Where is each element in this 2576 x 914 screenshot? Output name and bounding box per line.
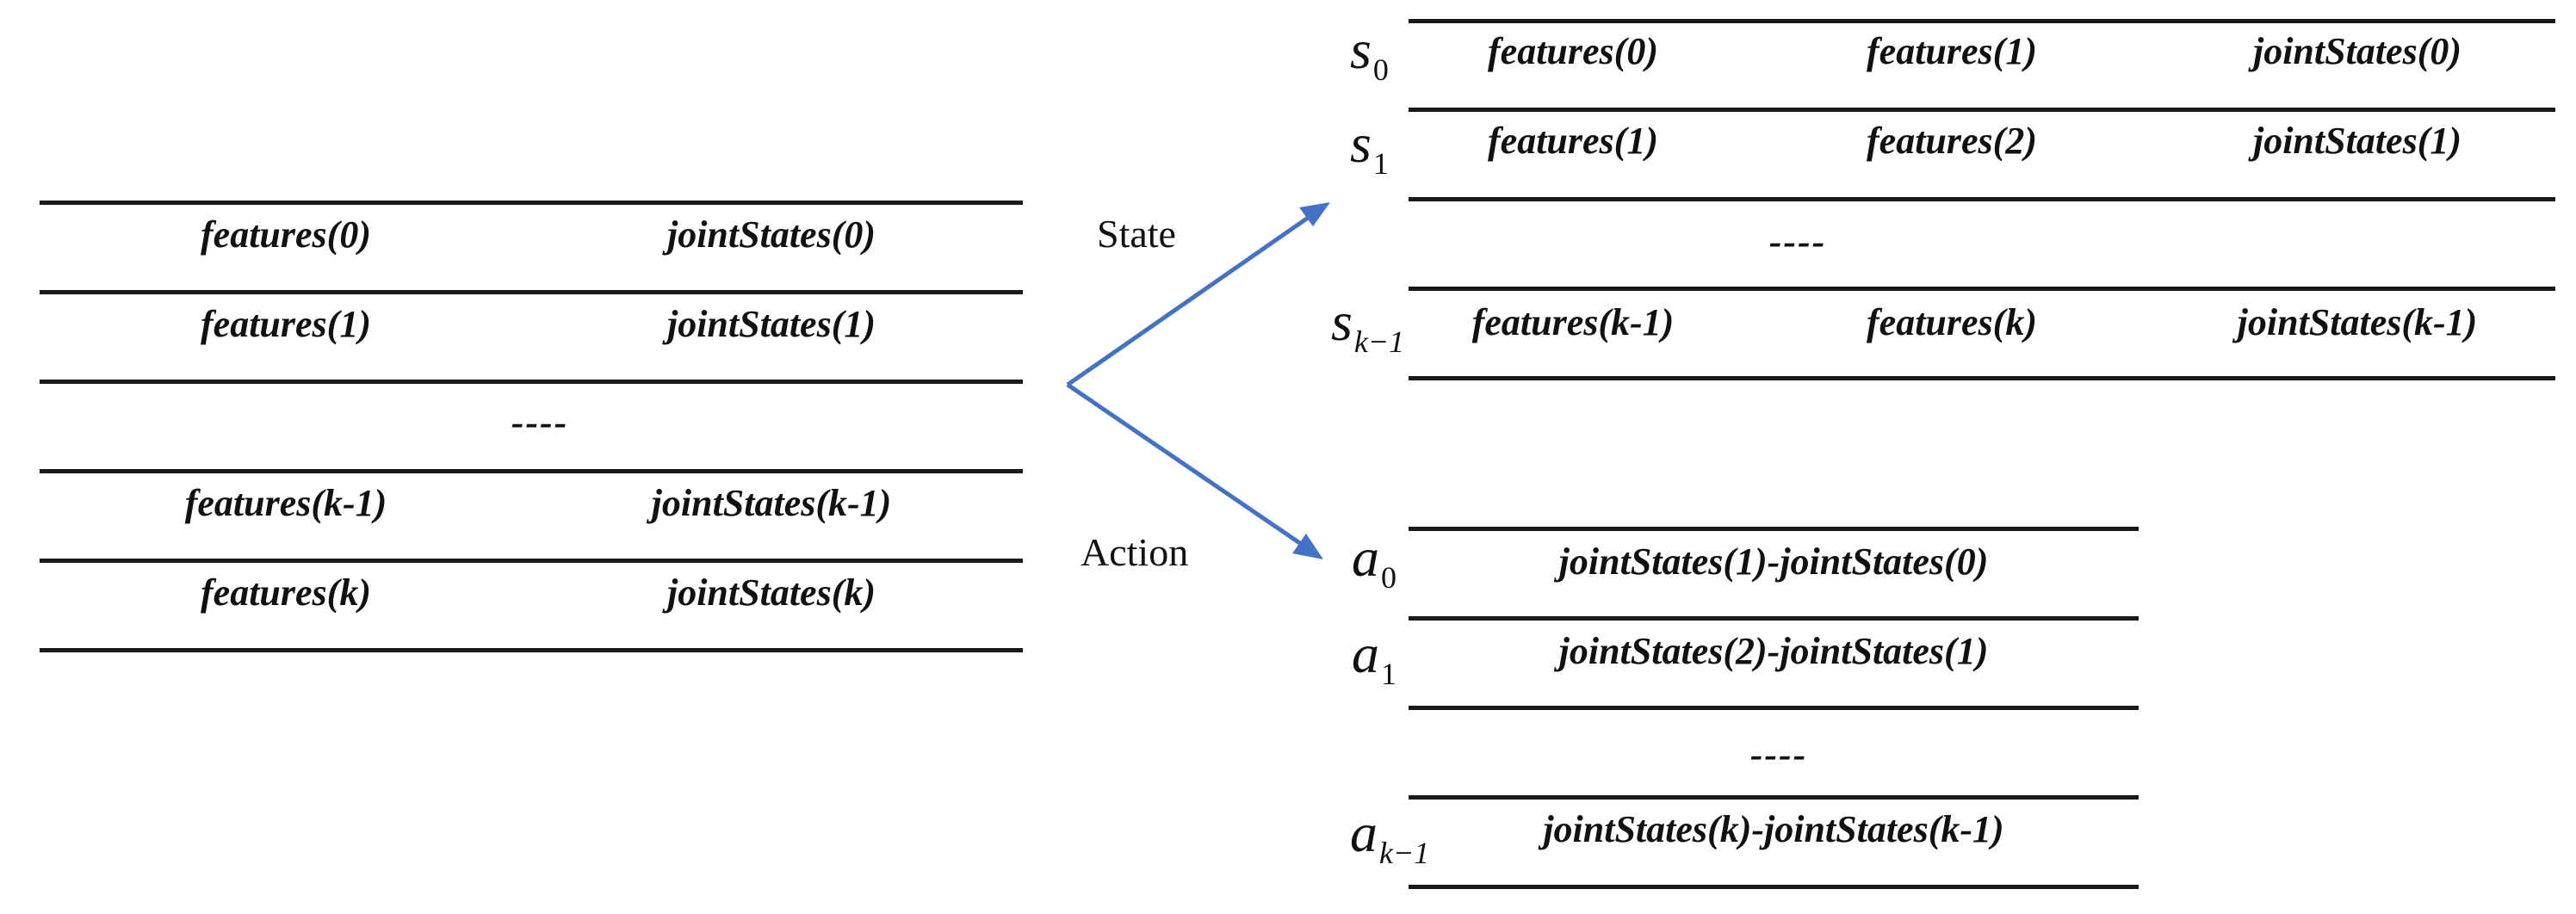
state-arrow bbox=[1066, 213, 1312, 387]
ellipsis-row: ---- bbox=[1749, 733, 1808, 775]
action-symbol: a1 bbox=[1352, 623, 1396, 692]
table-rule bbox=[40, 201, 1023, 205]
table-cell: jointStates(2)-jointStates(1) bbox=[1558, 630, 1989, 672]
table-rule bbox=[1409, 795, 2139, 800]
table-cell: features(1) bbox=[201, 303, 371, 345]
table-rule bbox=[40, 290, 1023, 294]
table-rule bbox=[1409, 885, 2139, 889]
table-rule bbox=[1409, 706, 2139, 710]
table-cell: jointStates(1) bbox=[666, 303, 876, 345]
table-cell: features(0) bbox=[1488, 30, 1658, 72]
table-cell: jointStates(1) bbox=[2252, 120, 2462, 162]
action-label: Action bbox=[1081, 530, 1189, 574]
table-cell: features(0) bbox=[201, 213, 371, 256]
table-rule bbox=[1409, 527, 2139, 531]
table-cell: jointStates(k-1) bbox=[651, 482, 892, 524]
state-symbol: sk−1 bbox=[1331, 291, 1405, 360]
action-symbol: a0 bbox=[1352, 527, 1396, 596]
state-arrowhead bbox=[1299, 202, 1330, 226]
table-cell: jointStates(1)-jointStates(0) bbox=[1558, 540, 1989, 583]
action-arrowhead bbox=[1292, 534, 1323, 559]
table-rule bbox=[40, 469, 1023, 473]
table-cell: jointStates(0) bbox=[666, 213, 876, 256]
state-symbol: s0 bbox=[1350, 19, 1389, 88]
table-cell: features(k) bbox=[201, 571, 371, 614]
table-rule bbox=[1409, 108, 2555, 112]
table-rule bbox=[1409, 376, 2555, 380]
table-cell: features(2) bbox=[1867, 120, 2037, 162]
state-symbol: s1 bbox=[1350, 113, 1389, 182]
table-rule bbox=[40, 648, 1023, 652]
ellipsis-row: ---- bbox=[1768, 220, 1827, 262]
ellipsis-row: ---- bbox=[511, 401, 569, 443]
table-cell: features(1) bbox=[1488, 120, 1658, 162]
table-cell: jointStates(k-1) bbox=[2237, 301, 2478, 343]
table-rule bbox=[1409, 616, 2139, 621]
table-cell: features(k) bbox=[1867, 301, 2037, 343]
table-rule bbox=[1409, 19, 2555, 23]
table-cell: features(k-1) bbox=[1471, 301, 1675, 343]
table-rule bbox=[40, 559, 1023, 563]
table-cell: jointStates(k) bbox=[666, 571, 876, 614]
table-rule bbox=[1409, 197, 2555, 201]
table-cell: features(k-1) bbox=[184, 482, 387, 524]
table-rule bbox=[1409, 287, 2555, 291]
table-cell: jointStates(k)-jointStates(k-1) bbox=[1543, 808, 2004, 850]
action-arrow bbox=[1066, 382, 1305, 548]
table-cell: jointStates(0) bbox=[2252, 30, 2462, 72]
state-label: State bbox=[1097, 212, 1176, 256]
table-rule bbox=[40, 380, 1023, 384]
action-symbol: ak−1 bbox=[1350, 802, 1430, 871]
table-cell: features(1) bbox=[1867, 30, 2037, 72]
